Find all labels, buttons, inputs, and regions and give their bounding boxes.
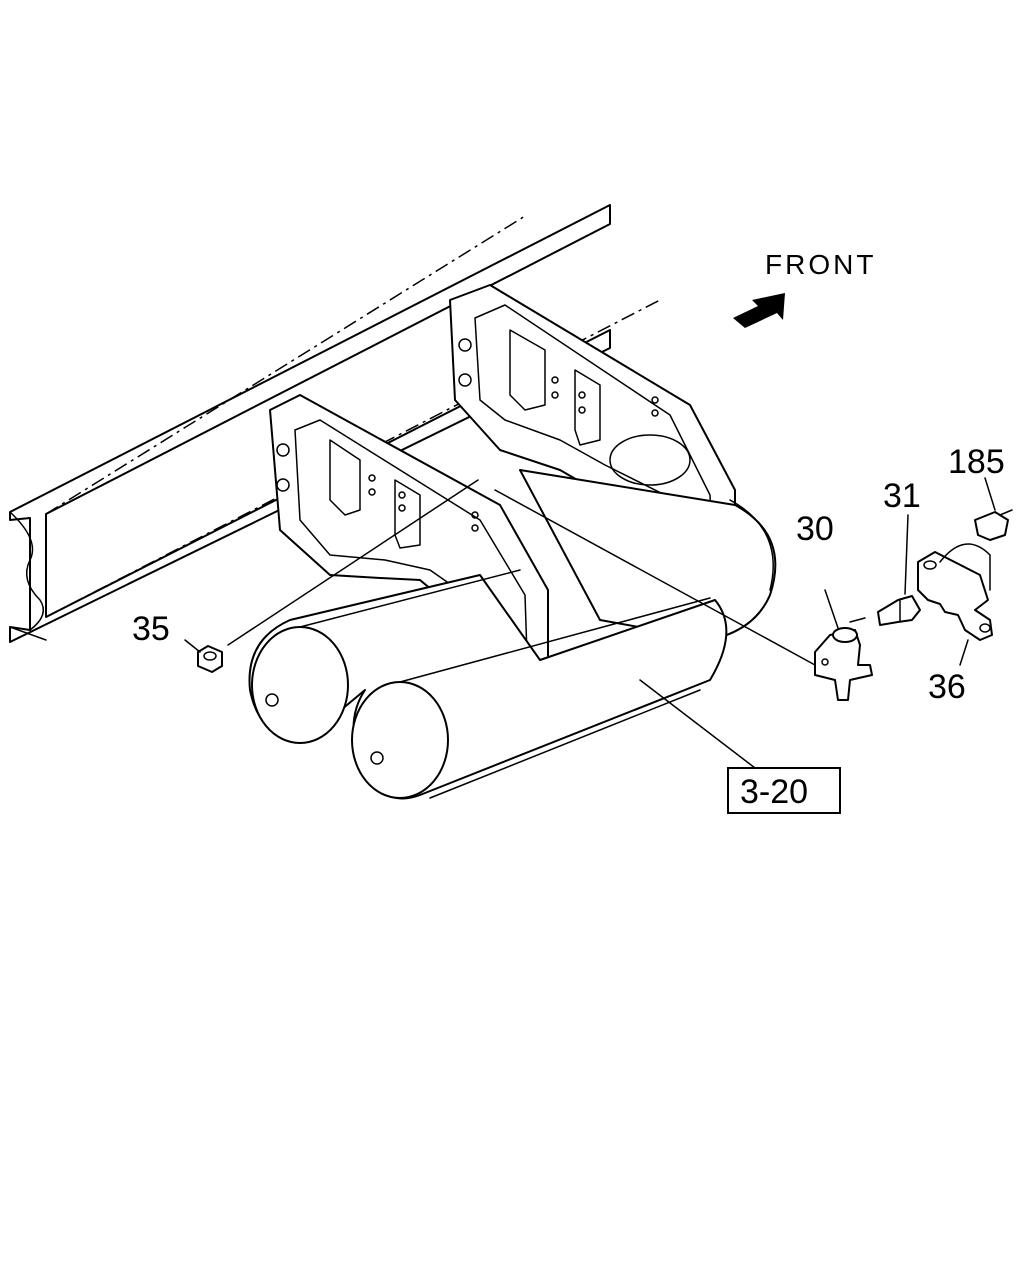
part-label-30: 30 bbox=[796, 510, 834, 548]
part-35-nut bbox=[184, 639, 223, 673]
part-label-35: 35 bbox=[132, 610, 170, 648]
front-direction-arrow-icon bbox=[733, 293, 785, 328]
part-label-185: 185 bbox=[948, 443, 1005, 481]
part-label-36: 36 bbox=[928, 668, 966, 706]
part-label-31: 31 bbox=[883, 477, 921, 515]
reference-box bbox=[727, 767, 841, 814]
air-tanks-front bbox=[248, 569, 728, 800]
leader-lines bbox=[227, 479, 866, 769]
part-31-fitting bbox=[877, 514, 921, 626]
part-185-bolt bbox=[974, 477, 1013, 541]
reference-label-3-20: 3-20 bbox=[740, 773, 808, 811]
front-label: FRONT bbox=[765, 249, 876, 280]
part-30-valve bbox=[814, 589, 873, 701]
part-36-clamp bbox=[917, 543, 993, 666]
